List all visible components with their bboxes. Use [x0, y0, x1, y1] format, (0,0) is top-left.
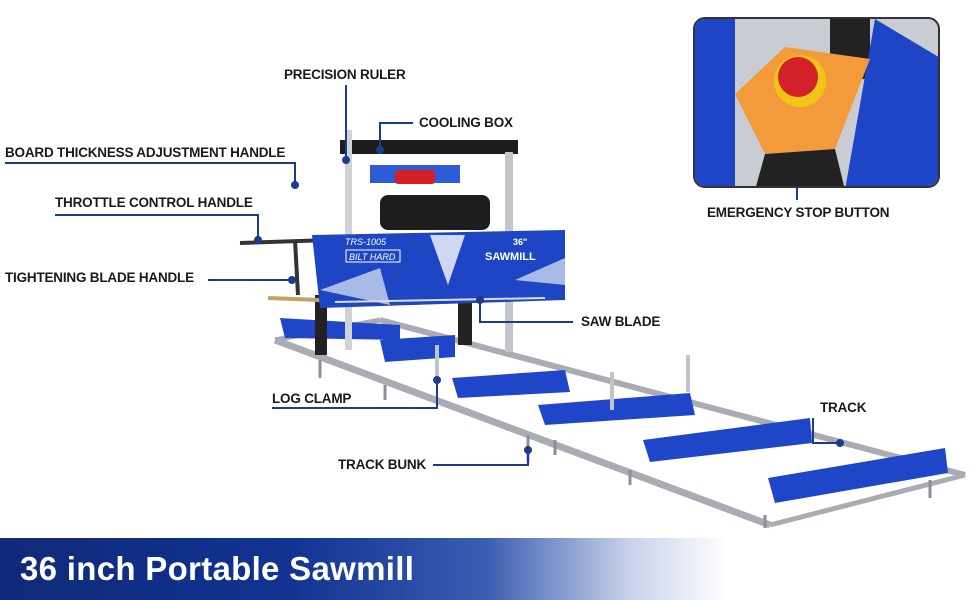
- machine-model: TRS-1005: [345, 237, 387, 247]
- label-cooling-box: COOLING BOX: [419, 115, 513, 130]
- label-emergency-stop-button: EMERGENCY STOP BUTTON: [707, 205, 890, 220]
- track: [273, 317, 966, 529]
- banner-title: 36 inch Portable Sawmill: [20, 550, 415, 587]
- label-throttle-control-handle: THROTTLE CONTROL HANDLE: [55, 195, 253, 210]
- label-track-bunk: TRACK BUNK: [338, 457, 426, 472]
- emergency-stop-inset: [693, 17, 940, 188]
- machine-name: SAWMILL: [485, 251, 536, 263]
- label-track: TRACK: [820, 400, 867, 415]
- title-banner: 36 inch Portable Sawmill: [0, 538, 970, 600]
- track-bunks: [280, 318, 948, 503]
- emergency-stop-photo: [695, 19, 938, 186]
- label-tightening-blade-handle: TIGHTENING BLADE HANDLE: [5, 270, 194, 285]
- label-saw-blade: SAW BLADE: [581, 314, 661, 329]
- machine-size: 36": [513, 237, 527, 247]
- machine-slogan: BILT HARD: [349, 252, 396, 262]
- label-log-clamp: LOG CLAMP: [272, 391, 352, 406]
- log-clamps: [435, 345, 690, 410]
- label-board-thickness-handle: BOARD THICKNESS ADJUSTMENT HANDLE: [5, 145, 286, 160]
- label-precision-ruler: PRECISION RULER: [284, 67, 406, 82]
